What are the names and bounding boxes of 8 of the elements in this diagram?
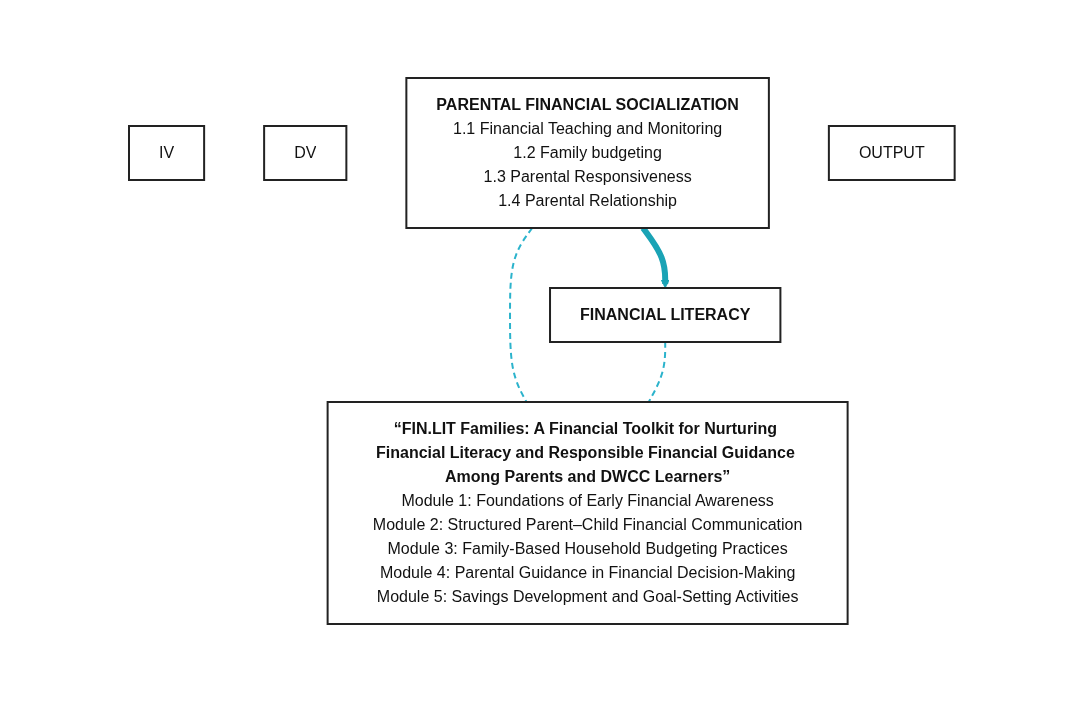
node-box: FINANCIAL LITERACY [548,287,782,343]
node-box: OUTPUT [827,125,956,181]
connector [647,341,666,403]
node-box: “FIN.LIT Families: A Financial Toolkit for Nurturing Financial Literacy and Responsible Financial Guidance Among Parents and DWCC Learners” Module 1: Foundations of Early Financial Awareness Module 2: Structured Parent–Child Financial Communication Module 3: Family-Based Household Budgeting Practices Module 4: Parental Guidance in Financial Decision-Making Module 5: Savings Development and Goal-Setting Activities [326,401,849,625]
node-box: IV [127,125,205,181]
node-box: PARENTAL FINANCIAL SOCIALIZATION 1.1 Financial Teaching and Monitoring 1.2 Family budgeting 1.3 Parental Responsiveness 1.4 Parental Relationship [405,77,770,229]
connector [508,227,533,403]
node-box: DV [262,125,348,181]
